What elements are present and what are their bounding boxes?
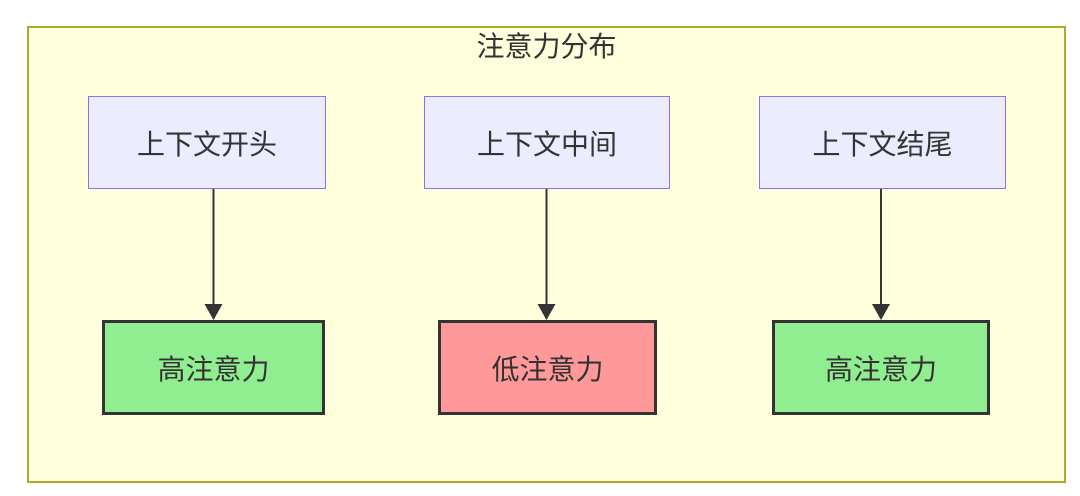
node-high-attention-right-label: 高注意力: [824, 353, 937, 385]
node-context-end-label: 上下文结尾: [812, 128, 953, 160]
node-low-attention-middle: 低注意力: [438, 320, 657, 415]
node-context-beginning: 上下文开头: [88, 96, 326, 189]
node-context-end: 上下文结尾: [759, 96, 1006, 189]
node-context-middle: 上下文中间: [424, 96, 670, 189]
node-high-attention-left-label: 高注意力: [157, 353, 270, 385]
node-high-attention-left: 高注意力: [102, 320, 325, 415]
diagram-title: 注意力分布: [476, 31, 617, 62]
node-high-attention-right: 高注意力: [772, 320, 990, 415]
node-low-attention-middle-label: 低注意力: [491, 353, 604, 385]
node-context-beginning-label: 上下文开头: [136, 128, 277, 160]
node-context-middle-label: 上下文中间: [476, 128, 617, 160]
